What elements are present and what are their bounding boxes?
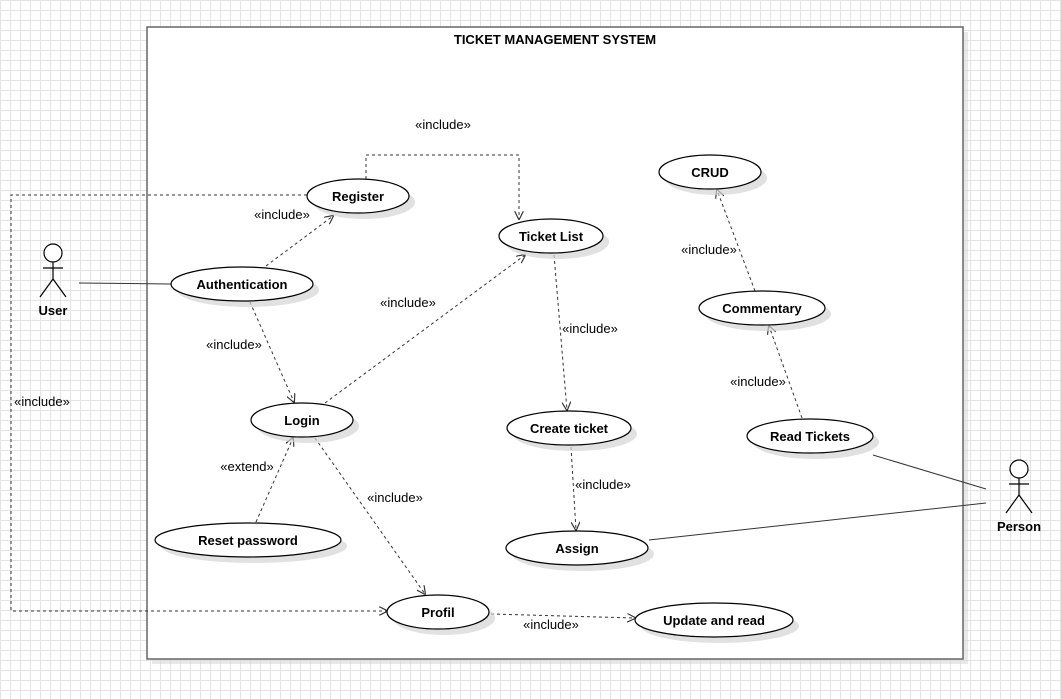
use-case-create-ticket-label: Create ticket: [530, 421, 609, 436]
label-commentary-crud: «include»: [681, 242, 737, 257]
actor-user[interactable]: User: [39, 243, 68, 318]
connectors: [10, 154, 987, 618]
use-case-crud[interactable]: CRUD: [658, 154, 767, 195]
use-case-authentication[interactable]: Authentication: [170, 266, 319, 307]
use-case-profil-label: Profil: [421, 605, 454, 620]
label-register-ticketlist: «include»: [415, 117, 471, 132]
user-stick-figure-icon: [39, 243, 67, 298]
actor-person-label: Person: [997, 519, 1041, 534]
use-case-login-label: Login: [284, 413, 319, 428]
use-case-register-label: Register: [332, 189, 384, 204]
actor-user-label: User: [39, 303, 68, 318]
use-case-login[interactable]: Login: [250, 402, 359, 443]
use-case-profil[interactable]: Profil: [386, 594, 495, 635]
label-login-ticketlist: «include»: [380, 295, 436, 310]
label-auth-register: «include»: [254, 207, 310, 222]
include-read-commentary: [769, 326, 803, 419]
use-case-update-and-read[interactable]: Update and read: [634, 602, 799, 643]
include-auth-register: [265, 216, 333, 267]
use-case-commentary-label: Commentary: [722, 301, 802, 316]
label-ticketlist-create: «include»: [562, 321, 618, 336]
association-user-auth: [78, 282, 172, 285]
label-create-assign: «include»: [575, 477, 631, 492]
use-case-update-and-read-label: Update and read: [663, 613, 765, 628]
use-case-create-ticket[interactable]: Create ticket: [506, 410, 637, 451]
use-case-ticket-list[interactable]: Ticket List: [498, 218, 609, 259]
use-case-commentary[interactable]: Commentary: [698, 290, 831, 331]
use-case-ticket-list-label: Ticket List: [519, 229, 584, 244]
include-create-assign: [570, 446, 576, 530]
use-case-crud-label: CRUD: [691, 165, 729, 180]
use-case-assign-label: Assign: [555, 541, 598, 556]
label-reset-login: «extend»: [220, 459, 274, 474]
use-case-read-tickets[interactable]: Read Tickets: [746, 418, 879, 459]
relation-labels: «include» «include» «include» «include» …: [14, 117, 786, 632]
include-auth-login: [249, 301, 294, 402]
include-ticketlist-create: [553, 254, 567, 410]
include-login-profil: [314, 437, 425, 594]
include-profil-update: [490, 614, 635, 618]
use-case-reset-password-label: Reset password: [198, 533, 298, 548]
label-login-profil: «include»: [367, 490, 423, 505]
use-case-register[interactable]: Register: [306, 178, 415, 219]
association-assign-person: [648, 502, 987, 541]
use-case-read-tickets-label: Read Tickets: [770, 429, 850, 444]
use-case-reset-password[interactable]: Reset password: [154, 522, 347, 563]
use-case-assign[interactable]: Assign: [505, 530, 654, 571]
actor-person[interactable]: Person: [997, 459, 1041, 534]
person-stick-figure-icon: [1005, 459, 1033, 514]
label-user-profil: «include»: [14, 394, 70, 409]
label-auth-login: «include»: [206, 337, 262, 352]
system-title: TICKET MANAGEMENT SYSTEM: [454, 32, 656, 47]
label-profil-update: «include»: [523, 617, 579, 632]
use-case-authentication-label: Authentication: [197, 277, 288, 292]
include-register-ticketlist: [365, 154, 519, 219]
include-user-profil: [10, 194, 387, 611]
association-readtickets-person: [872, 454, 987, 490]
label-read-commentary: «include»: [730, 374, 786, 389]
